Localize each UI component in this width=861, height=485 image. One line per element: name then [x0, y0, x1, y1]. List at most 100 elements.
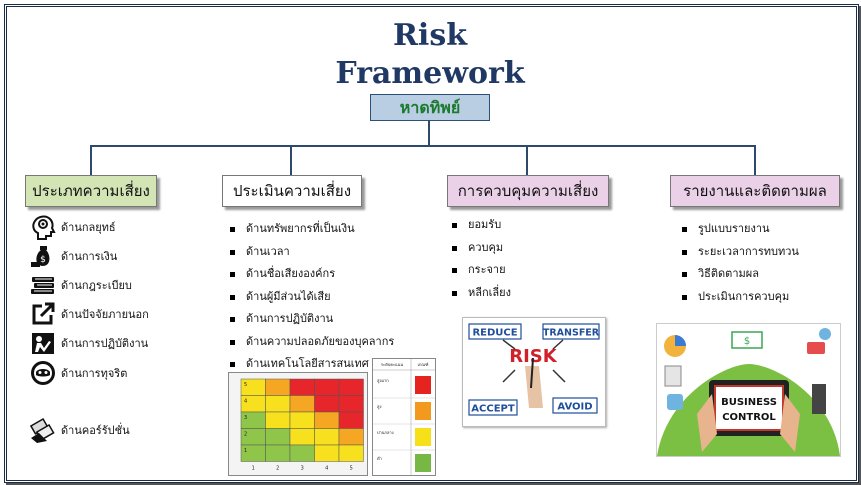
legend-header: เกณฑ์: [418, 362, 429, 367]
risk-strategy-image: REDUCE TRANSFER RISK ACCEPT AVOID: [462, 317, 606, 427]
assessment-list: ด้านทรัพยากรที่เป็นเงิน ด้านเวลา ด้านชื่…: [230, 218, 394, 376]
matrix-cell: [289, 444, 315, 462]
legend-swatch: [415, 402, 431, 420]
worker-icon: [28, 329, 58, 357]
category-report-monitor: รายงานและติดตามผล: [670, 175, 840, 207]
transfer-frame: [542, 323, 600, 340]
legend-header: ระดับคะแนน: [381, 362, 404, 367]
risk-type-regulation: ด้านกฎระเบียบ: [28, 270, 132, 300]
arrow-icon: [552, 369, 566, 383]
matrix-cell: [265, 395, 291, 413]
risk-type-label: ด้านการทุจริต: [61, 367, 128, 380]
connector-trunk: [428, 120, 430, 146]
list-item: รูปแบบรายงาน: [682, 218, 799, 241]
matrix-y-tick: 5: [244, 382, 247, 388]
title-line-2: Framework: [335, 56, 525, 91]
matrix-x-tick: 1: [252, 466, 255, 472]
matrix-cell: [338, 428, 364, 446]
connector-drop-3: [526, 145, 528, 175]
matrix-cell: [289, 428, 315, 446]
reduce-frame: [468, 323, 522, 340]
hand-pen-icon: [525, 366, 543, 408]
matrix-x-tick: 2: [276, 466, 279, 472]
matrix-cell: [314, 395, 340, 413]
category-risk-control: การควบคุมความเสี่ยง: [447, 175, 609, 207]
page-frame: [4, 4, 859, 483]
list-item: ควบคุม: [452, 237, 511, 260]
avoid-frame: [552, 397, 598, 414]
connector-drop-1: [90, 145, 92, 175]
report-list: รูปแบบรายงาน ระยะเวลาการทบทวน วิธีติดตาม…: [682, 218, 799, 308]
list-item: ด้านเวลา: [230, 241, 394, 264]
strategy-accept: ACCEPT: [471, 404, 515, 415]
list-item: ด้านเทคโนโลยีสารสนเทศ: [230, 353, 394, 376]
matrix-cell: [338, 378, 364, 396]
arrow-icon: [502, 339, 516, 350]
bribe-icon: [28, 416, 58, 444]
list-item: กระจาย: [452, 259, 511, 282]
list-item: ด้านความปลอดภัยของบุคลากร: [230, 331, 394, 354]
matrix-cell: [314, 411, 340, 429]
list-item: ประเมินการควบคุม: [682, 286, 799, 309]
external-link-icon: [28, 300, 58, 328]
credit-card-icon: [807, 342, 825, 354]
matrix-cell: [314, 428, 340, 446]
accept-frame: [468, 399, 518, 416]
matrix-cell: [338, 444, 364, 462]
matrix-cell: [265, 378, 291, 396]
arrow-icon: [552, 339, 564, 350]
matrix-x-tick: 3: [301, 466, 304, 472]
server-icon: [812, 384, 826, 414]
matrix-cell: [289, 411, 315, 429]
connector-horizontal: [90, 145, 755, 147]
head-gear-icon: [28, 213, 58, 241]
legend-swatch: [415, 428, 431, 446]
arrow-icon: [502, 369, 516, 383]
legend-swatch: [415, 454, 431, 472]
matrix-cell: [289, 395, 315, 413]
risk-type-label: ด้านการเงิน: [61, 250, 118, 263]
matrix-cell: [289, 378, 315, 396]
legend-row-label: สูง: [377, 404, 381, 410]
location-icon: [819, 328, 831, 340]
business-control-line-2: CONTROL: [722, 412, 776, 423]
matrix-y-tick: 1: [244, 448, 247, 454]
list-item: ด้านชื่อเสียงองค์กร: [230, 263, 394, 286]
strategy-transfer: TRANSFER: [543, 328, 600, 339]
strategy-avoid: AVOID: [557, 402, 592, 413]
risk-type-label: ด้านกฎระเบียบ: [61, 279, 132, 292]
business-control-image: $ BUSINESS CONTROL: [656, 323, 841, 457]
list-item: หลีกเลี่ยง: [452, 282, 511, 305]
right-hand-icon: [780, 394, 800, 452]
risk-type-label: ด้านการปฏิบัติงาน: [61, 337, 149, 350]
risk-type-label: ด้านคอร์รัปชั่น: [61, 424, 130, 437]
connector-drop-2: [290, 145, 292, 175]
risk-type-fraud: ด้านการทุจริต: [28, 358, 127, 388]
business-control-line-1: BUSINESS: [721, 397, 777, 408]
matrix-y-tick: 2: [244, 432, 247, 438]
document-icon: [664, 365, 682, 387]
risk-level-legend-table: ระดับคะแนนเกณฑ์สูงมากสูงปานกลางต่ำ: [373, 359, 435, 475]
list-item: ระยะเวลาการทบทวน: [682, 241, 799, 264]
matrix-cell: [314, 444, 340, 462]
list-item: ด้านผู้มีส่วนได้เสีย: [230, 286, 394, 309]
svg-text:$: $: [744, 336, 750, 347]
category-risk-types: ประเภทความเสี่ยง: [25, 175, 157, 207]
left-hand-icon: [697, 394, 717, 452]
list-item: วิธีติดตามผล: [682, 263, 799, 286]
svg-text:$: $: [40, 255, 46, 265]
title-line-1: Risk: [392, 18, 467, 53]
matrix-cell: [338, 395, 364, 413]
risk-type-external: ด้านปัจจัยภายนอก: [28, 299, 149, 329]
book-stack-icon: [28, 271, 58, 299]
list-item: ยอมรับ: [452, 214, 511, 237]
matrix-cell: [265, 444, 291, 462]
risk-type-corruption: ด้านคอร์รัปชั่น: [28, 415, 130, 445]
money-icon: [731, 331, 763, 349]
matrix-cell: [338, 411, 364, 429]
money-bag-icon: $: [28, 242, 58, 270]
handshake-icon: [667, 394, 683, 410]
matrix-cell: [265, 428, 291, 446]
risk-type-label: ด้านกลยุทธ์: [61, 221, 116, 234]
